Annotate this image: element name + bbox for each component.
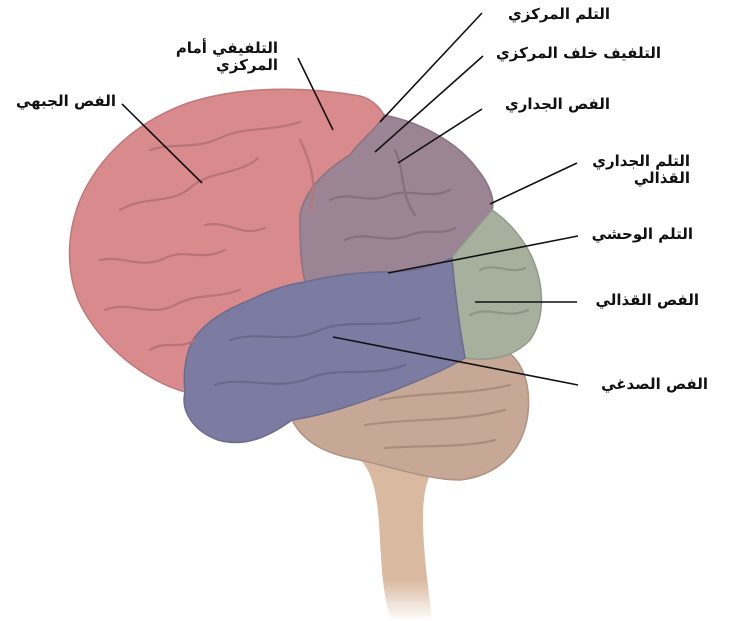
leader-parietal-lobe — [397, 108, 483, 164]
label-frontal-lobe: الفص الجبهي — [15, 92, 116, 110]
label-parieto-occipital-sulcus: التلم الجداري القذالي — [592, 152, 690, 187]
label-parietal-lobe: الفص الجداري — [504, 95, 610, 113]
label-postcentral-gyrus: التلفيف خلف المركزي — [495, 44, 661, 62]
label-occipital-lobe: الفص القذالي — [595, 291, 699, 309]
leader-postcentral-gyrus — [374, 55, 484, 153]
leader-frontal-lobe — [121, 103, 203, 184]
leader-precentral-gyrus — [297, 57, 334, 131]
leader-lines — [121, 12, 579, 386]
label-temporal-lobe: الفص الصدغي — [601, 375, 708, 393]
label-central-sulcus: التلم المركزي — [508, 5, 610, 23]
leader-central-sulcus — [379, 12, 483, 123]
leader-parieto-occipital-sulcus — [489, 162, 578, 205]
leader-lateral-sulcus — [387, 235, 579, 274]
brainstem — [355, 455, 432, 621]
label-precentral-gyrus: التلفيفي أمام المركزي — [175, 39, 278, 74]
label-lateral-sulcus: التلم الوحشي — [591, 225, 693, 243]
temporal-lobe — [183, 256, 466, 444]
gyri-folds — [98, 120, 530, 450]
leader-temporal-lobe — [332, 336, 579, 386]
